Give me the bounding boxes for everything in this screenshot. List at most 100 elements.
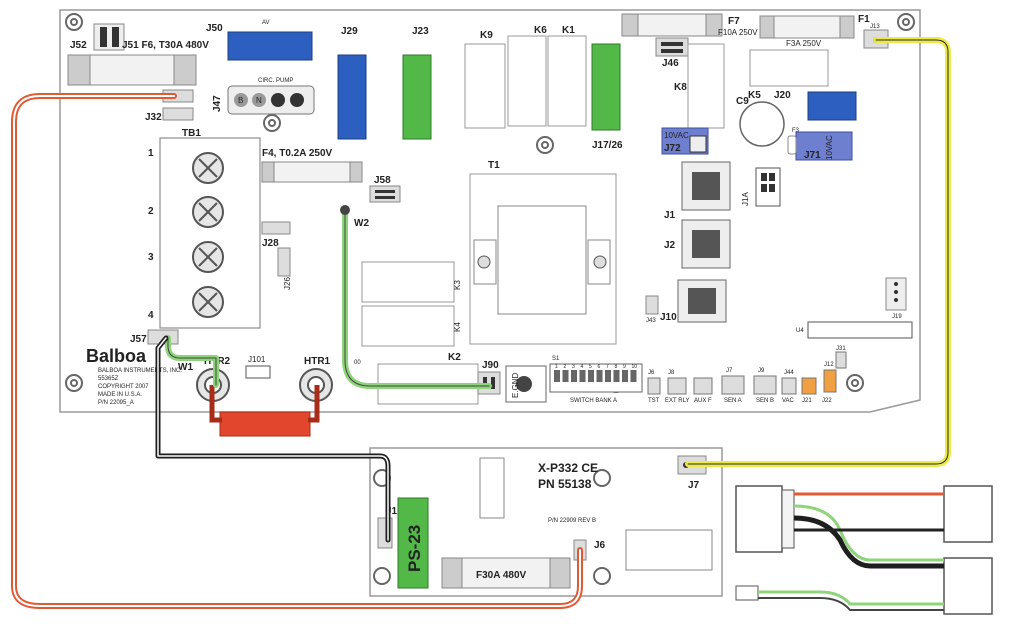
j47-pin-b: B: [238, 96, 243, 105]
k1-label: K1: [562, 25, 575, 36]
j46-label: J46: [662, 58, 679, 69]
f30a-label: F30A 480V: [476, 570, 527, 581]
dip-switch-number: 8: [615, 364, 618, 370]
egnd-label: E.GND: [511, 372, 520, 398]
external-wires: [758, 492, 944, 611]
j7b-label: J7: [726, 368, 733, 374]
dip-switch: [596, 370, 603, 382]
c9-label: C9: [736, 96, 749, 107]
k8-label: K8: [674, 82, 687, 93]
dip-switch-number: 1: [555, 364, 558, 370]
f7-rating: F10A 250V: [718, 28, 758, 37]
j51-f6-label: J51 F6, T30A 480V: [122, 40, 209, 51]
s1-label: S1: [552, 356, 560, 362]
f4-fuse: [261, 161, 363, 183]
dip-switch-number: 10: [632, 364, 638, 370]
aux-f-label: AUX F: [694, 398, 712, 404]
j71-label: J71: [804, 150, 821, 161]
k1-relay: [547, 35, 587, 127]
k9-relay: [464, 43, 506, 129]
tb1-label: TB1: [182, 128, 201, 139]
dip-switch: [630, 370, 637, 382]
vac-label: VAC: [782, 398, 795, 404]
j47-connector: [227, 85, 315, 115]
dip-switch: [613, 370, 620, 382]
sensor-headers: [647, 351, 847, 395]
j8-label: J8: [668, 370, 675, 376]
expansion-j7-label: J7: [688, 480, 700, 491]
rj-jacks: [677, 161, 731, 323]
f3-label: F3: [792, 128, 800, 134]
ps23-label: PS-23: [405, 525, 424, 572]
j23-connector: [402, 54, 432, 140]
j101-label: J101: [248, 355, 266, 364]
j9-label: J9: [758, 368, 765, 374]
k9-label: K9: [480, 30, 493, 41]
sen-a-label: SEN A: [724, 398, 742, 404]
vac10-2-label: 10VAC: [825, 135, 834, 160]
j20-label: J20: [774, 90, 791, 101]
f7-fuse: [621, 13, 723, 37]
dip-switch: [562, 370, 569, 382]
dip-switch-number: 4: [581, 364, 584, 370]
j19-label: J19: [892, 314, 902, 320]
dip-switch-number: 9: [623, 364, 626, 370]
t1-label: T1: [488, 160, 500, 171]
k8-relay: [687, 43, 725, 129]
j2-label: J2: [664, 240, 676, 251]
f4-label: F4, T0.2A 250V: [262, 148, 333, 159]
dip-switch: [588, 370, 594, 382]
av-label: AV: [262, 20, 270, 26]
j32-label: J32: [145, 112, 162, 123]
j43-label: J43: [646, 318, 656, 324]
k4-label: K4: [453, 322, 462, 332]
j31-label: J31: [836, 346, 846, 352]
tb1-screws: [192, 152, 224, 318]
j17-26-label: J17/26: [592, 140, 623, 151]
k6-relay: [507, 35, 547, 127]
k3-label: K3: [453, 280, 462, 290]
expansion-j1-label: J1: [386, 506, 398, 517]
vac10-1-label: 10VAC: [664, 131, 689, 140]
j57-label: J57: [130, 334, 147, 345]
j58-jumper: [369, 185, 401, 203]
dip-switch: [579, 370, 586, 382]
j17-26-connector: [591, 43, 621, 131]
c9-capacitor: [739, 101, 785, 147]
w2-label: W2: [354, 218, 369, 229]
expansion-pn-small: P/N 22909 REV B: [548, 518, 596, 524]
tb-1-label: 1: [148, 148, 154, 159]
j28-jumper: [261, 221, 291, 235]
j1a-connector: [755, 167, 781, 207]
f6-fuse: [67, 54, 197, 86]
sen-b-label: SEN B: [756, 398, 774, 404]
j47-label: J47: [212, 95, 223, 112]
switch-bank-label: SWITCH BANK A: [570, 398, 617, 404]
k3-relay: [361, 261, 455, 303]
dip-switch: [605, 370, 611, 382]
j90-label: J90: [482, 360, 499, 371]
dip-switch-number: 7: [606, 364, 609, 370]
f3-rating: F3A 250V: [786, 39, 822, 48]
j101-jumper: [245, 365, 271, 379]
j58-label: J58: [374, 175, 391, 186]
dip-switch: [571, 370, 577, 382]
htr1-label: HTR1: [304, 356, 331, 367]
dip-switch-number: 6: [598, 364, 601, 370]
balboa-info-2: 55365Z: [98, 376, 119, 382]
j29-connector: [337, 54, 367, 140]
tb-4-label: 4: [148, 310, 154, 321]
f7-label: F7: [728, 16, 740, 27]
u4-label: U4: [796, 328, 804, 334]
j46-jumper: [655, 37, 689, 57]
j21-label: J21: [802, 398, 812, 404]
j1a-label: J1A: [741, 192, 750, 206]
j50-label: J50: [206, 23, 223, 34]
j1-label: J1: [664, 210, 676, 221]
j28-label: J28: [262, 238, 279, 249]
tb-2-label: 2: [148, 206, 154, 217]
dip-switch-number: 3: [572, 364, 575, 370]
j13-label: J13: [870, 24, 880, 30]
k5-label: K5: [748, 90, 761, 101]
expansion-j6-label: J6: [594, 540, 606, 551]
